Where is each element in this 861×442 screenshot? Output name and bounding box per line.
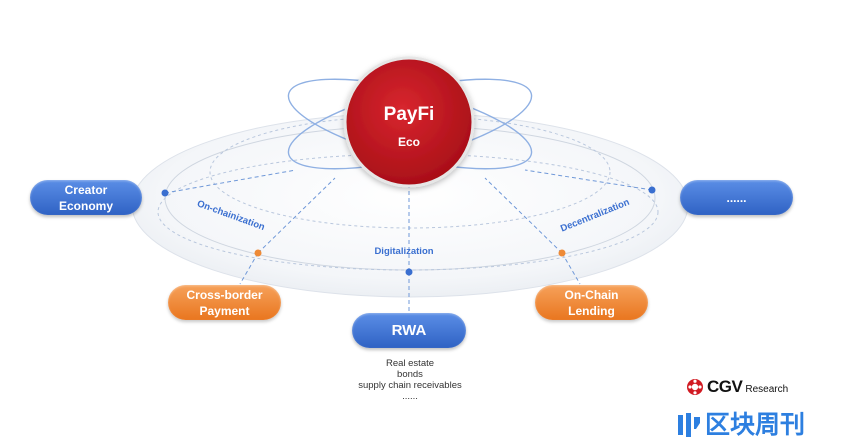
cgv-logo-icon: [687, 379, 703, 395]
node-cross-border-payment: Cross-border Payment: [168, 285, 281, 320]
inner-ring: [209, 115, 611, 229]
node-dot-orange: [254, 249, 262, 257]
connector-line: [484, 177, 563, 254]
watermark-text: 区块周刊: [705, 410, 806, 439]
node-more: ......: [680, 180, 793, 215]
watermark-logo-icon: [678, 413, 700, 437]
publication-watermark: 区块周刊: [677, 411, 805, 439]
core-subtitle: Eco: [398, 135, 420, 149]
connector-line: [239, 252, 259, 285]
node-onchain-lending-label: On-Chain Lending: [564, 287, 619, 318]
cgv-research-logo: CGV Research: [686, 377, 788, 397]
core-title: PayFi: [384, 104, 435, 125]
ring-label-digitalization: Digitalization: [374, 246, 433, 257]
node-rwa-label: RWA: [391, 321, 427, 339]
node-dot-blue: [161, 189, 169, 197]
node-more-label: ......: [726, 190, 747, 205]
rwa-example-item: bonds: [397, 369, 423, 380]
brand-suffix: Research: [745, 383, 789, 395]
node-rwa: RWA: [352, 313, 466, 348]
rwa-example-item: supply chain receivables: [358, 380, 462, 391]
node-cross-border-label: Cross-border Payment: [186, 287, 263, 318]
connector-line: [257, 177, 336, 254]
rwa-examples: Real estate bonds supply chain receivabl…: [340, 358, 480, 402]
node-dot-blue: [405, 268, 413, 276]
brand-name: CGV: [707, 377, 743, 396]
payfi-core: [343, 56, 475, 188]
rwa-example-item: Real estate: [385, 358, 435, 369]
node-onchain-lending: On-Chain Lending: [535, 285, 648, 320]
node-creator-economy: Creator Economy: [30, 180, 142, 215]
connector-line: [524, 169, 653, 191]
node-dot-orange: [558, 249, 566, 257]
node-dot-blue: [648, 186, 656, 194]
connector-line: [561, 252, 581, 285]
connector-line: [164, 169, 297, 194]
rwa-example-item: ......: [402, 391, 418, 402]
node-creator-economy-label: Creator Economy: [58, 182, 113, 213]
